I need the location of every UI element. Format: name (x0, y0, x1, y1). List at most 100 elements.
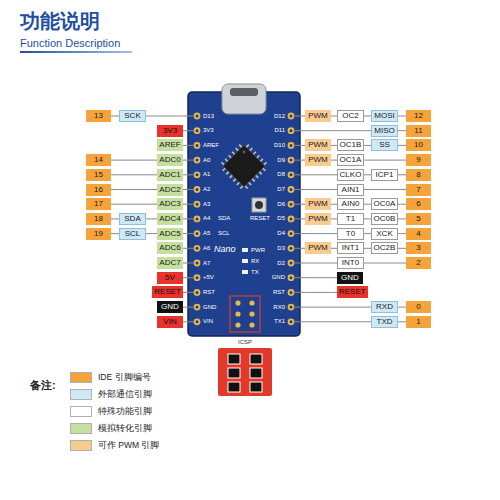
power-pin-box: VIN (157, 316, 183, 328)
legend-text: 可作 PWM 引脚 (98, 439, 160, 451)
pin-pad (288, 142, 295, 149)
board-pin-label: D7 (277, 186, 285, 193)
pin-text: 2 (416, 258, 420, 267)
board-pin-label: A1 (203, 171, 210, 178)
pin-pad (288, 245, 295, 252)
pin-hole-center (290, 173, 293, 176)
ide-pin-number: 4 (406, 228, 431, 240)
pin-pad (288, 113, 295, 120)
ide-pin-number: 19 (86, 228, 111, 240)
board-pin-label: D2 (277, 260, 285, 267)
usb-c-slot (230, 88, 258, 96)
pin-hole-center (196, 173, 199, 176)
pin-pad (194, 186, 201, 193)
leader-line (183, 130, 194, 131)
special-function-box: XCK (371, 228, 398, 240)
board-pin-label: RST (203, 289, 215, 296)
pin-pad (194, 142, 201, 149)
pin-hole (288, 216, 295, 223)
leader-line (295, 160, 306, 161)
special-function-box: OC0A (371, 198, 398, 210)
pin-hole (194, 186, 201, 193)
pin-connector (398, 233, 406, 234)
leader-line (295, 204, 306, 205)
board-pin-label: GND (272, 274, 285, 281)
bus-label: SDA (218, 215, 230, 222)
pin-connector (364, 174, 371, 175)
header-pin (249, 300, 254, 305)
pin-text: AREF (159, 140, 180, 149)
leader-line (295, 292, 338, 293)
leader-line (183, 263, 194, 264)
pin-text: TXD (377, 317, 393, 326)
pin-pad (288, 201, 295, 208)
chip-leg (263, 162, 267, 166)
pin-text: PWM (308, 155, 328, 164)
pin-pad (288, 157, 295, 164)
pin-hole-center (290, 144, 293, 147)
ide-pin-number: 16 (86, 184, 111, 196)
pin-text: OC1B (340, 140, 362, 149)
pin-text: PWM (308, 111, 328, 120)
leader-line (295, 307, 372, 308)
pwm-tag: PWM (305, 154, 331, 166)
leader-line (295, 218, 306, 219)
pin-connector (398, 204, 406, 205)
pin-hole (288, 260, 295, 267)
communication-pin-box: SCL (119, 228, 146, 240)
pin-text: ADC7 (159, 258, 180, 267)
icsp-pin (250, 368, 262, 378)
power-pin-box: 5V (157, 272, 183, 284)
leader-line (295, 189, 338, 190)
pin-pad (194, 260, 201, 267)
chip-leg (224, 158, 228, 162)
board-pin-label: RX0 (273, 304, 285, 311)
icsp-connector (218, 348, 272, 396)
pin-hole (288, 201, 295, 208)
pin-hole (288, 157, 295, 164)
leader-line (183, 160, 194, 161)
pin-text: 19 (94, 229, 103, 238)
ide-pin-number: 5 (406, 213, 431, 225)
chip-leg (252, 178, 256, 182)
pin-text: ADC1 (159, 170, 180, 179)
pin-text: SCL (125, 229, 141, 238)
board-pin-label: A3 (203, 201, 210, 208)
pin-connector (146, 233, 157, 234)
pin-hole-center (196, 159, 199, 162)
pin-text: 14 (94, 155, 103, 164)
pin-text: PWM (308, 199, 328, 208)
pin-pad (288, 304, 295, 311)
pin-hole-center (196, 232, 199, 235)
board-pin-label: A6 (203, 245, 210, 252)
legend-text: 模拟转化引脚 (98, 422, 152, 434)
ide-pin-number: 12 (406, 110, 431, 122)
chip-body (223, 145, 265, 187)
pin-pad (194, 245, 201, 252)
reset-button (252, 198, 266, 212)
pin-text: RESET (339, 287, 366, 296)
pin-pad (288, 260, 295, 267)
board-pin-label: D13 (203, 113, 214, 120)
pin-pad (194, 127, 201, 134)
pin-hole-center (290, 291, 293, 294)
special-function-box: T1 (337, 213, 364, 225)
leader-line (295, 263, 338, 264)
pin-text: INT0 (342, 258, 359, 267)
communication-pin-box: SS (371, 139, 398, 151)
pin-text: MISO (374, 126, 394, 135)
board-pin-label: RST (273, 289, 285, 296)
led-label: TX (251, 269, 259, 276)
bus-label: SCL (218, 230, 230, 237)
pin-pad (288, 230, 295, 237)
leader-line (183, 174, 194, 175)
pin-pad (194, 216, 201, 223)
pin-text: 1 (416, 317, 420, 326)
pin-text: OC0B (374, 214, 396, 223)
special-function-box: OC1A (337, 154, 364, 166)
pin-hole (288, 304, 295, 311)
leader-line (295, 321, 372, 322)
pin-text: SS (379, 140, 390, 149)
pwm-tag: PWM (305, 198, 331, 210)
pin-holes (194, 113, 295, 326)
